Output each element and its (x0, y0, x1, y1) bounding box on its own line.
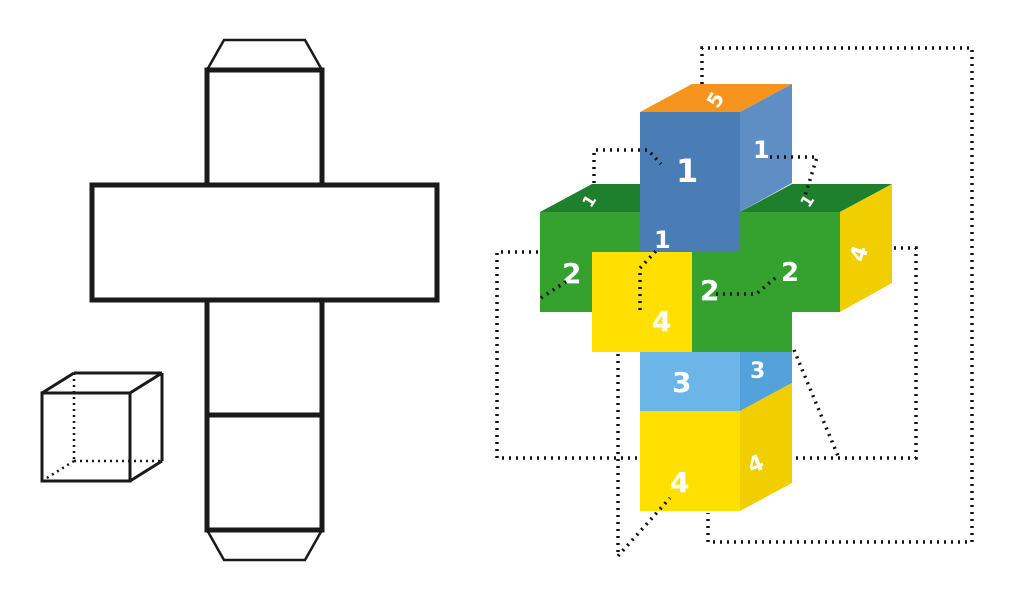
hook-side1-to-strip-right (770, 155, 820, 197)
offset-square-yellow (592, 252, 692, 352)
bottom-glue-flap (205, 529, 324, 562)
hook-into-center-face1 (638, 248, 659, 310)
label-face-2-mid: 2 (700, 274, 719, 307)
top-cube-top-face-orange (640, 84, 792, 112)
label-face-3-front: 3 (672, 366, 691, 399)
top-cube-front-face-blue (640, 112, 740, 212)
label-face-3-side: 3 (750, 359, 765, 384)
hook-into-left-face2 (540, 277, 571, 300)
label-face-2-left: 2 (562, 257, 581, 290)
label-face-1-center: 1 (654, 226, 671, 254)
fold-connector-lines-front (540, 148, 820, 558)
middle-right-side-strip-yellow (840, 184, 892, 312)
connector-top-to-bottom-loop (700, 46, 974, 544)
connector-right-diagonal (792, 349, 840, 457)
label-strip-4-right: 4 (846, 243, 875, 265)
top-glue-flap (205, 38, 324, 71)
net-square-bottom (204, 412, 325, 533)
cube-net-outline (89, 38, 440, 562)
label-face-1-side: 1 (753, 136, 770, 164)
bottom-cube-front-face-yellow (640, 411, 740, 511)
colored-net-3d (540, 84, 892, 511)
cube-hidden-edges (41, 373, 162, 483)
cube-visible-edges (40, 371, 164, 483)
label-face-2-right: 2 (781, 258, 799, 288)
small-cube-sketch (40, 371, 164, 483)
bottom-cube-right-face-yellow (740, 383, 792, 511)
label-face-1-front: 1 (676, 152, 698, 190)
right-square-top-strip (740, 184, 892, 212)
top-cube-right-face-blue (740, 84, 792, 212)
label-face-4-bottom: 4 (670, 466, 689, 499)
offset-square-green (692, 252, 792, 352)
hook-into-bottom-face4 (616, 496, 672, 558)
label-face-4-mid: 4 (652, 305, 671, 338)
